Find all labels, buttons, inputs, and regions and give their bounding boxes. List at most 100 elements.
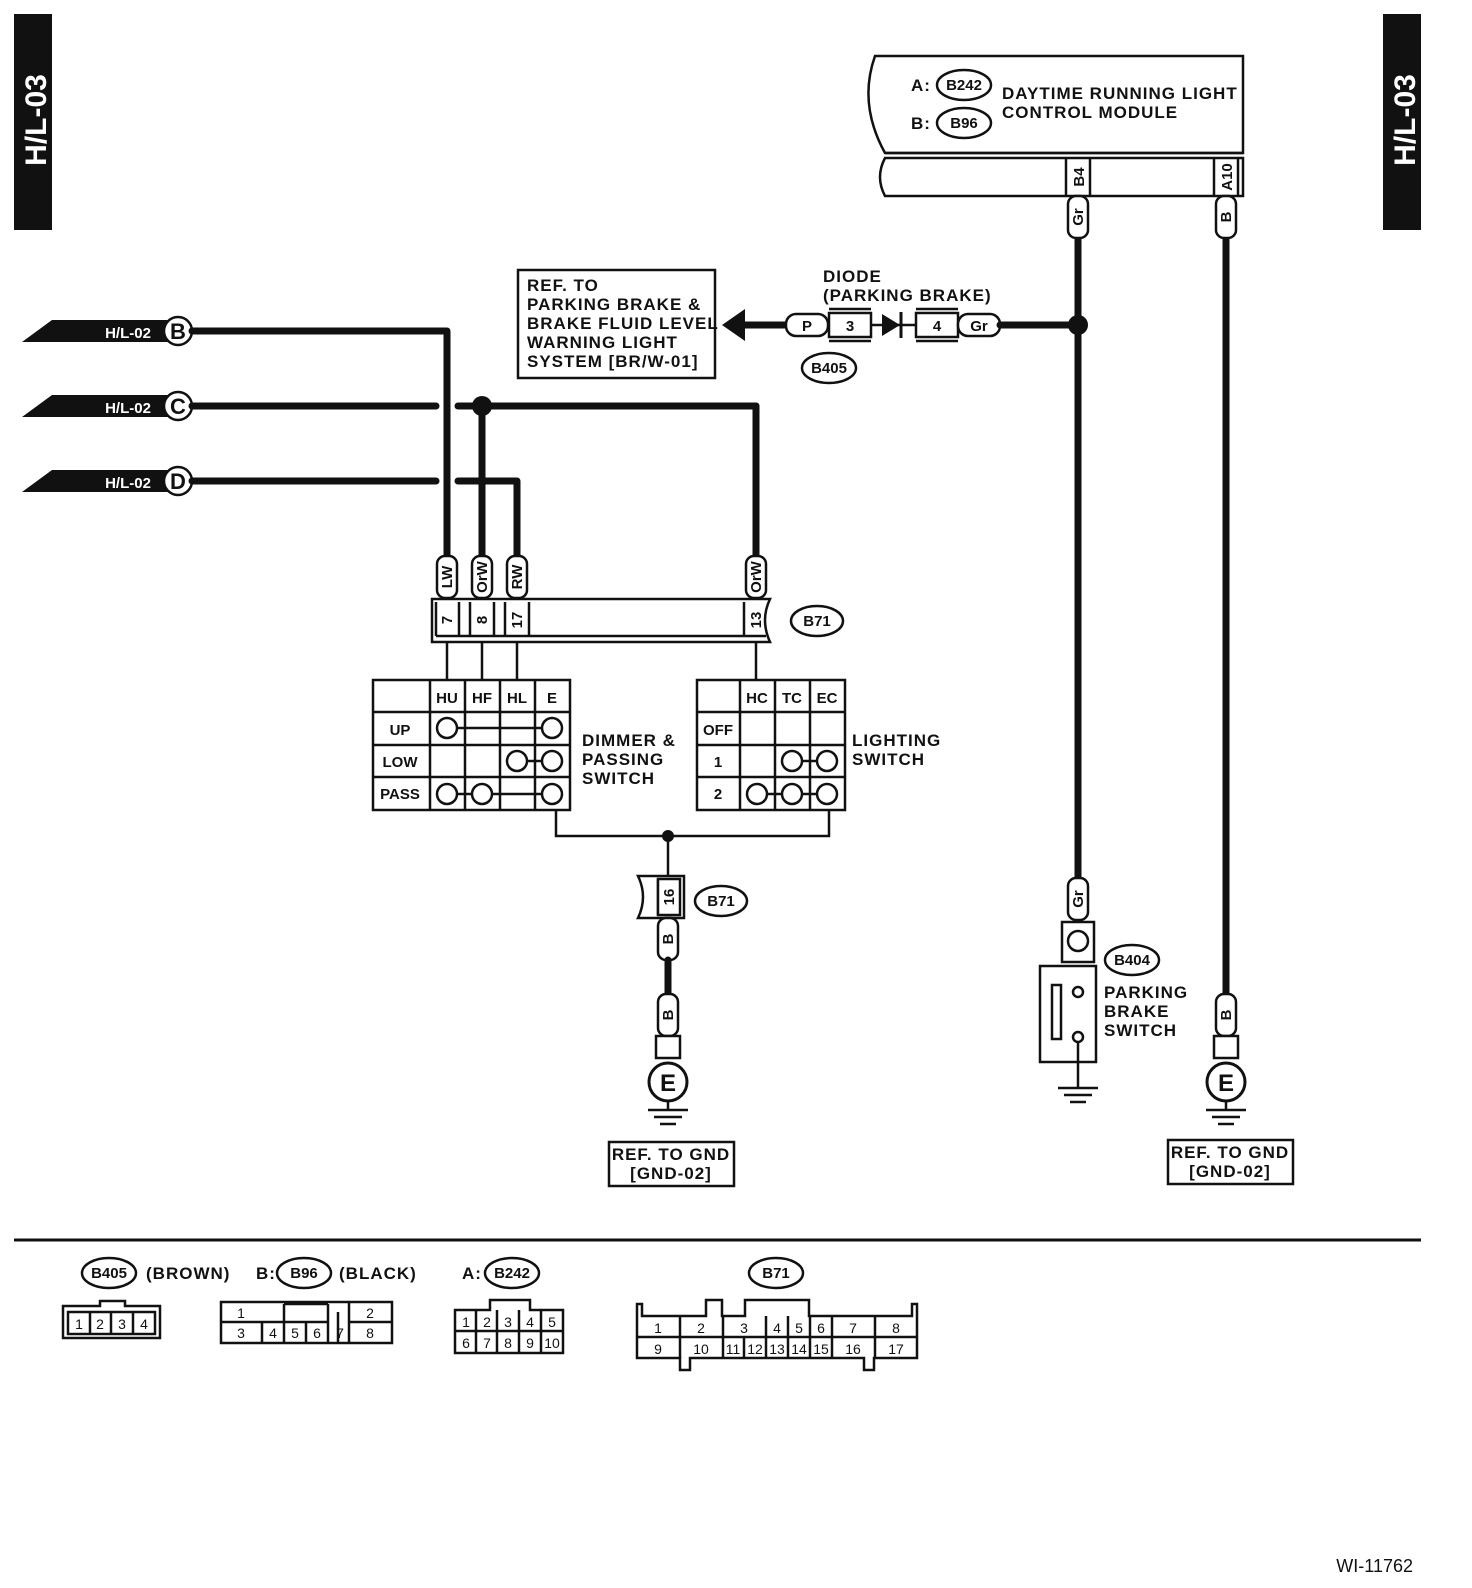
diode-parking-brake: DIODE (PARKING BRAKE) P 3 4 Gr B405 bbox=[722, 267, 1088, 385]
svg-text:PARKING: PARKING bbox=[1104, 983, 1188, 1002]
svg-text:PASSING: PASSING bbox=[582, 750, 664, 769]
svg-text:A:: A: bbox=[462, 1264, 482, 1283]
module-pin-a10: A10 bbox=[1219, 163, 1236, 191]
drl-control-module: A: B242 B: B96 DAYTIME RUNNING LIGHT CON… bbox=[867, 54, 1245, 198]
svg-text:10: 10 bbox=[693, 1341, 709, 1357]
svg-text:12: 12 bbox=[747, 1341, 763, 1357]
svg-text:2: 2 bbox=[483, 1314, 491, 1330]
svg-text:OrW: OrW bbox=[474, 560, 491, 593]
svg-text:E: E bbox=[1218, 1070, 1234, 1097]
svg-text:5: 5 bbox=[548, 1314, 556, 1330]
svg-text:UP: UP bbox=[390, 722, 411, 739]
svg-text:H/L-02: H/L-02 bbox=[105, 400, 151, 417]
svg-text:1: 1 bbox=[237, 1305, 245, 1321]
connector-b71-label: B71 bbox=[803, 613, 831, 630]
switch-wiring bbox=[445, 642, 758, 680]
svg-text:Gr: Gr bbox=[970, 318, 988, 335]
svg-text:[GND-02]: [GND-02] bbox=[630, 1164, 712, 1183]
svg-text:4: 4 bbox=[526, 1314, 534, 1330]
svg-text:8: 8 bbox=[892, 1320, 900, 1336]
svg-text:15: 15 bbox=[813, 1341, 829, 1357]
svg-text:(BROWN): (BROWN) bbox=[146, 1264, 230, 1283]
svg-text:B: B bbox=[660, 1009, 677, 1020]
svg-text:Gr: Gr bbox=[1070, 890, 1087, 908]
module-name-line1: DAYTIME RUNNING LIGHT bbox=[1002, 84, 1238, 103]
svg-text:9: 9 bbox=[654, 1341, 662, 1357]
module-pin-b4: B4 bbox=[1071, 167, 1088, 187]
svg-text:REF. TO GND: REF. TO GND bbox=[612, 1145, 730, 1164]
input-hl02-c: H/L-02 C bbox=[22, 390, 194, 422]
svg-text:2: 2 bbox=[714, 786, 722, 803]
svg-text:B: B bbox=[660, 933, 677, 944]
svg-text:D: D bbox=[170, 469, 186, 494]
svg-text:14: 14 bbox=[791, 1341, 807, 1357]
svg-text:7: 7 bbox=[849, 1320, 857, 1336]
svg-text:SWITCH: SWITCH bbox=[1104, 1021, 1177, 1040]
svg-text:3: 3 bbox=[118, 1316, 126, 1332]
svg-text:REF. TO GND: REF. TO GND bbox=[1171, 1143, 1289, 1162]
svg-text:13: 13 bbox=[748, 612, 765, 629]
svg-text:HC: HC bbox=[746, 690, 768, 707]
svg-text:BRAKE FLUID LEVEL: BRAKE FLUID LEVEL bbox=[527, 314, 719, 333]
svg-text:LOW: LOW bbox=[383, 754, 419, 771]
svg-text:3: 3 bbox=[237, 1325, 245, 1341]
svg-text:17: 17 bbox=[509, 612, 526, 629]
svg-text:Gr: Gr bbox=[1070, 208, 1087, 226]
connector-b242-label: B242 bbox=[946, 77, 982, 94]
input-hl02-d: H/L-02 D bbox=[22, 465, 194, 497]
svg-text:HU: HU bbox=[436, 690, 458, 707]
svg-text:7: 7 bbox=[439, 616, 456, 624]
svg-text:E: E bbox=[547, 690, 557, 707]
svg-text:HF: HF bbox=[472, 690, 492, 707]
svg-text:4: 4 bbox=[933, 318, 942, 335]
svg-text:B242: B242 bbox=[494, 1265, 530, 1282]
svg-text:(BLACK): (BLACK) bbox=[339, 1264, 417, 1283]
svg-text:4: 4 bbox=[269, 1325, 277, 1341]
svg-text:SYSTEM [BR/W-01]: SYSTEM [BR/W-01] bbox=[527, 352, 699, 371]
connector-b96-label: B96 bbox=[950, 115, 978, 132]
svg-text:LW: LW bbox=[439, 565, 456, 588]
svg-text:7: 7 bbox=[336, 1325, 344, 1341]
svg-text:SWITCH: SWITCH bbox=[582, 769, 655, 788]
junction-dot bbox=[1068, 315, 1088, 335]
svg-text:C: C bbox=[170, 394, 186, 419]
legend-b242: A: B242 1 2 3 4 5 6 7 8 9 10 bbox=[453, 1256, 565, 1355]
svg-text:2: 2 bbox=[366, 1305, 374, 1321]
svg-text:H/L-02: H/L-02 bbox=[105, 475, 151, 492]
ground-right: B E REF. TO GND [GND-02] bbox=[1166, 992, 1295, 1186]
connector-b71-top: LW OrW RW OrW 7 8 17 13 B71 bbox=[430, 554, 845, 644]
svg-text:4: 4 bbox=[140, 1316, 148, 1332]
svg-text:3: 3 bbox=[504, 1314, 512, 1330]
svg-text:2: 2 bbox=[697, 1320, 705, 1336]
parking-brake-switch: Gr B404 PARKING BRAKE SWITCH bbox=[1038, 876, 1188, 1104]
svg-text:11: 11 bbox=[726, 1341, 741, 1357]
legend-b405: B405 (BROWN) 1 2 3 4 bbox=[61, 1256, 230, 1340]
switch-ground-bus bbox=[554, 810, 831, 876]
svg-text:10: 10 bbox=[544, 1335, 560, 1351]
svg-text:LIGHTING: LIGHTING bbox=[852, 731, 941, 750]
svg-text:BRAKE: BRAKE bbox=[1104, 1002, 1169, 1021]
svg-text:5: 5 bbox=[291, 1325, 299, 1341]
svg-text:H/L-03: H/L-03 bbox=[1389, 74, 1422, 166]
svg-text:PARKING BRAKE &: PARKING BRAKE & bbox=[527, 295, 701, 314]
svg-text:B71: B71 bbox=[707, 893, 735, 910]
svg-text:1: 1 bbox=[462, 1314, 470, 1330]
svg-text:B: B bbox=[1218, 211, 1235, 222]
page-tab-left: H/L-03 bbox=[14, 14, 53, 230]
svg-text:8: 8 bbox=[366, 1325, 374, 1341]
svg-text:RW: RW bbox=[509, 564, 526, 590]
svg-text:8: 8 bbox=[504, 1335, 512, 1351]
lighting-switch: HC TC EC OFF 1 2 LIGHTING SWITCH bbox=[695, 678, 941, 812]
svg-text:16: 16 bbox=[845, 1341, 861, 1357]
svg-text:8: 8 bbox=[474, 616, 491, 624]
svg-text:13: 13 bbox=[769, 1341, 785, 1357]
module-prefix-a: A: bbox=[911, 76, 931, 95]
connector-b405-label: B405 bbox=[811, 360, 847, 377]
diode-icon bbox=[882, 314, 900, 336]
arrow-left-icon bbox=[722, 309, 745, 341]
svg-text:B: B bbox=[170, 319, 186, 344]
connector-b404-label: B404 bbox=[1114, 952, 1151, 969]
svg-text:OFF: OFF bbox=[703, 722, 733, 739]
svg-text:WARNING LIGHT: WARNING LIGHT bbox=[527, 333, 678, 352]
